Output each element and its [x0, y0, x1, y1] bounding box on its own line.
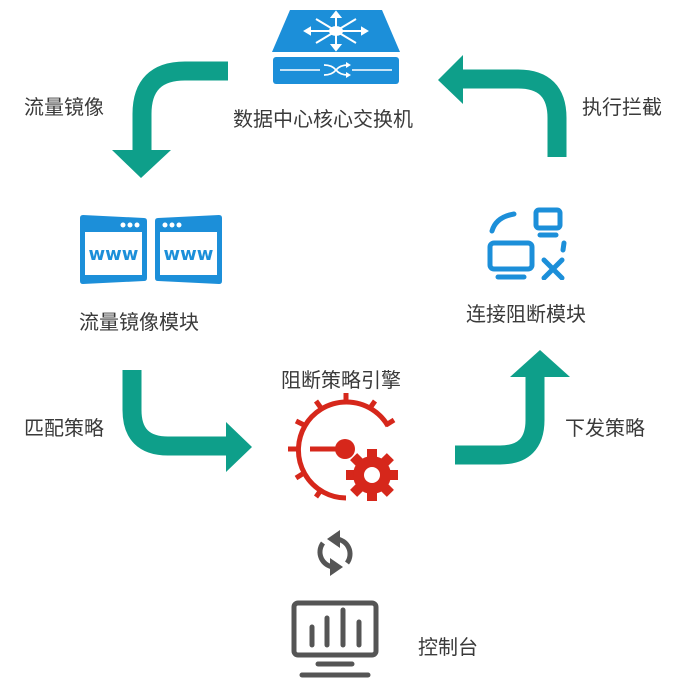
edge-label-deliver: 下发策略	[565, 416, 645, 440]
mirror-module-label: 流量镜像模块	[79, 310, 199, 334]
edge-label-match: 匹配策略	[24, 416, 104, 440]
edge-label-mirror: 流量镜像	[24, 95, 104, 119]
www-windows-icon: www www	[78, 214, 224, 288]
core-switch-label: 数据中心核心交换机	[233, 107, 413, 131]
disconnect-monitors-icon	[486, 205, 576, 284]
arrow-match-policy	[122, 370, 252, 472]
www-text-left: www	[89, 244, 139, 265]
arrow-deliver-policy	[455, 350, 570, 465]
arrow-mirror-traffic	[112, 61, 228, 178]
arrow-execute-block	[438, 55, 567, 157]
sync-icon	[312, 527, 358, 583]
policy-engine-label: 阻断策略引擎	[281, 368, 401, 392]
gauge-gear-icon	[284, 393, 402, 509]
network-switch-icon	[272, 10, 400, 89]
console-label: 控制台	[418, 635, 478, 659]
www-text-right: www	[164, 244, 214, 265]
monitor-chart-icon	[291, 600, 379, 684]
edge-label-execute: 执行拦截	[582, 95, 662, 119]
block-module-label: 连接阻断模块	[466, 302, 586, 326]
